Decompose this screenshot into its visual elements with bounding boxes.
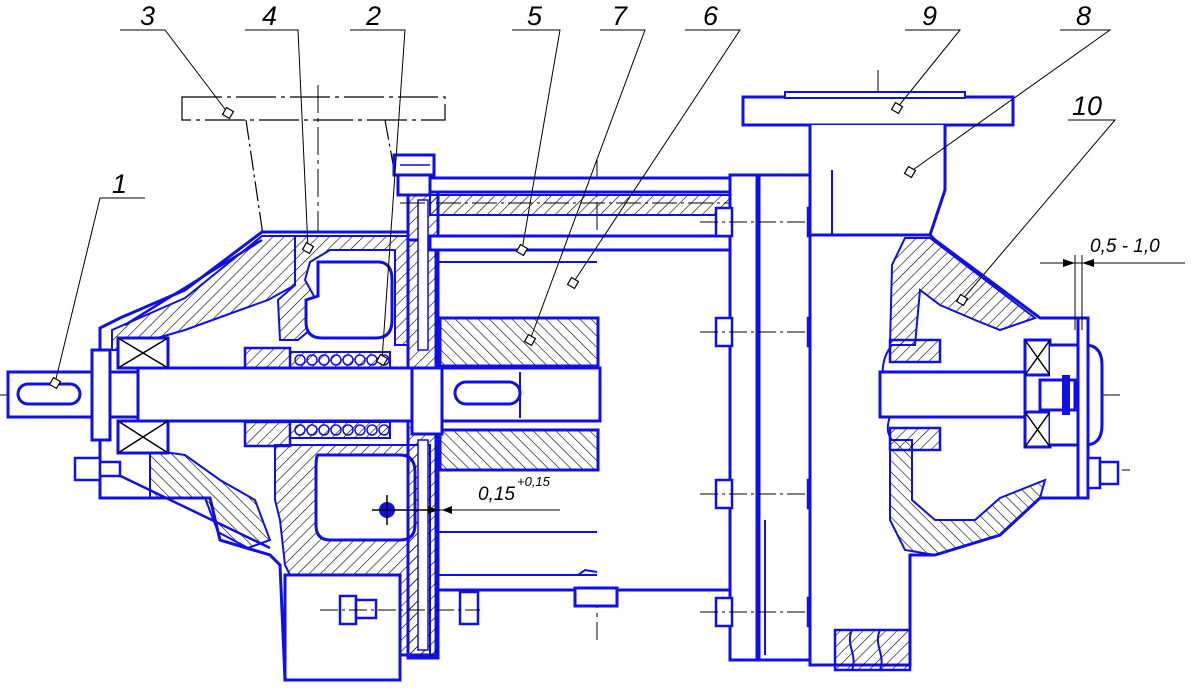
dimension-end-gap: 0,5 - 1,0 [1040,236,1185,330]
callout-9: 9 [922,1,937,31]
leader-lines [54,29,1117,384]
callout-2: 2 [365,1,381,31]
callout-3: 3 [140,1,155,31]
shaft [6,366,602,436]
callout-8: 8 [1076,1,1091,31]
dimension-gap-value: 0,15 [478,484,515,505]
discharge-flange [741,91,1015,237]
dimension-gap-tolerance: +0,15 [517,474,551,489]
right-end-plate [728,173,812,662]
callout-4: 4 [262,1,277,31]
left-bearing-housing [98,230,438,682]
dimension-gap: 0,15 +0,15 [428,474,560,514]
impeller-hub [438,316,600,472]
callout-7: 7 [612,1,628,31]
right-shaft-end [878,316,1120,500]
gland-packing [243,346,391,448]
tie-bolt-head [392,153,436,197]
right-bearing-housing [808,233,1082,667]
callout-1: 1 [112,169,127,199]
right-foot-cutaway [833,628,912,672]
callout-6: 6 [703,1,719,31]
left-bearing [90,336,170,455]
callout-10: 10 [1072,91,1102,121]
leader-markers [48,101,969,390]
casing-foot [573,586,619,608]
left-foot-bolt [73,456,122,482]
callout-5: 5 [527,1,543,31]
dimension-end-gap-value: 0,5 - 1,0 [1090,236,1160,257]
